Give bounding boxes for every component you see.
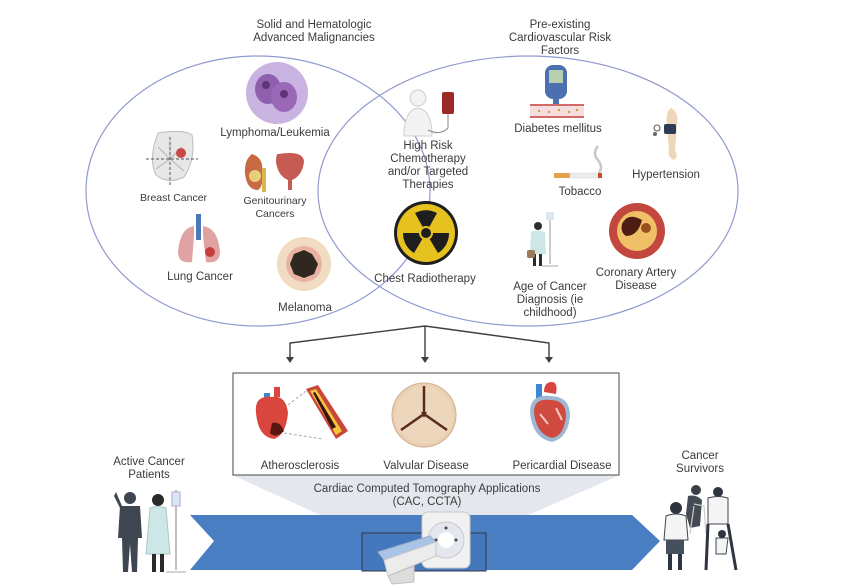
hypertension-label: Hypertension	[632, 169, 700, 181]
cancer-survivors-figures-icon	[663, 485, 738, 571]
patient-iv-bag-icon	[403, 89, 454, 137]
breast-cancer-label: Breast Cancer	[139, 192, 208, 204]
blood-pressure-cuff-icon	[653, 108, 678, 160]
connector-arrows	[289, 325, 550, 358]
right-set-title: Pre-existing Cardiovascular Risk Factors	[508, 19, 612, 57]
coronary-artery-disease-label: Coronary Artery Disease	[595, 267, 677, 292]
pericardial-disease-label: Pericardial Disease	[512, 460, 612, 472]
arrowheads	[286, 357, 553, 363]
active-cancer-patients-label: Active Cancer Patients	[113, 456, 185, 481]
left-set-ellipse	[85, 55, 431, 327]
glucose-meter-icon	[530, 65, 584, 118]
heart-pericardium-icon	[530, 382, 570, 442]
ct-scanner-icon	[377, 511, 471, 585]
cancer-survivors-label: Cancer Survivors	[676, 450, 724, 475]
leukocyte-cell-icon	[246, 62, 308, 124]
valvular-disease-label: Valvular Disease	[383, 460, 469, 472]
atherosclerosis-label: Atherosclerosis	[260, 460, 340, 472]
lungs-icon	[178, 214, 220, 263]
right-set-ellipse	[317, 55, 739, 327]
melanoma-label: Melanoma	[278, 302, 332, 314]
kidney-bladder-icon	[244, 153, 304, 192]
lymphoma-leukemia-label: Lymphoma/Leukemia	[220, 127, 330, 139]
chest-radiotherapy-label: Chest Radiotherapy	[374, 273, 476, 285]
heart-artery-plaque-icon	[255, 385, 348, 440]
aortic-valve-icon	[391, 382, 457, 448]
diabetes-mellitus-label: Diabetes mellitus	[514, 123, 602, 135]
high-risk-chemotherapy-label: High Risk Chemotherapy and/or Targeted T…	[387, 140, 469, 191]
plaque-artery-icon	[609, 203, 665, 259]
active-patients-figures-icon	[114, 490, 186, 573]
left-set-title: Solid and Hematologic Advanced Malignanc…	[253, 19, 375, 44]
age-of-cancer-diagnosis-label: Age of Cancer Diagnosis (ie childhood)	[513, 281, 587, 319]
breast-tumor-icon	[146, 130, 198, 185]
tobacco-label: Tobacco	[558, 186, 602, 198]
lung-cancer-label: Lung Cancer	[167, 271, 233, 283]
cigarette-icon	[554, 145, 603, 179]
ct-applications-label: Cardiac Computed Tomography Applications…	[313, 483, 541, 508]
genitourinary-cancers-label: Genitourinary Cancers	[243, 195, 307, 220]
child-patient-icon	[527, 212, 558, 267]
radiation-symbol-icon	[394, 201, 458, 265]
melanoma-lesion-icon	[277, 237, 331, 291]
